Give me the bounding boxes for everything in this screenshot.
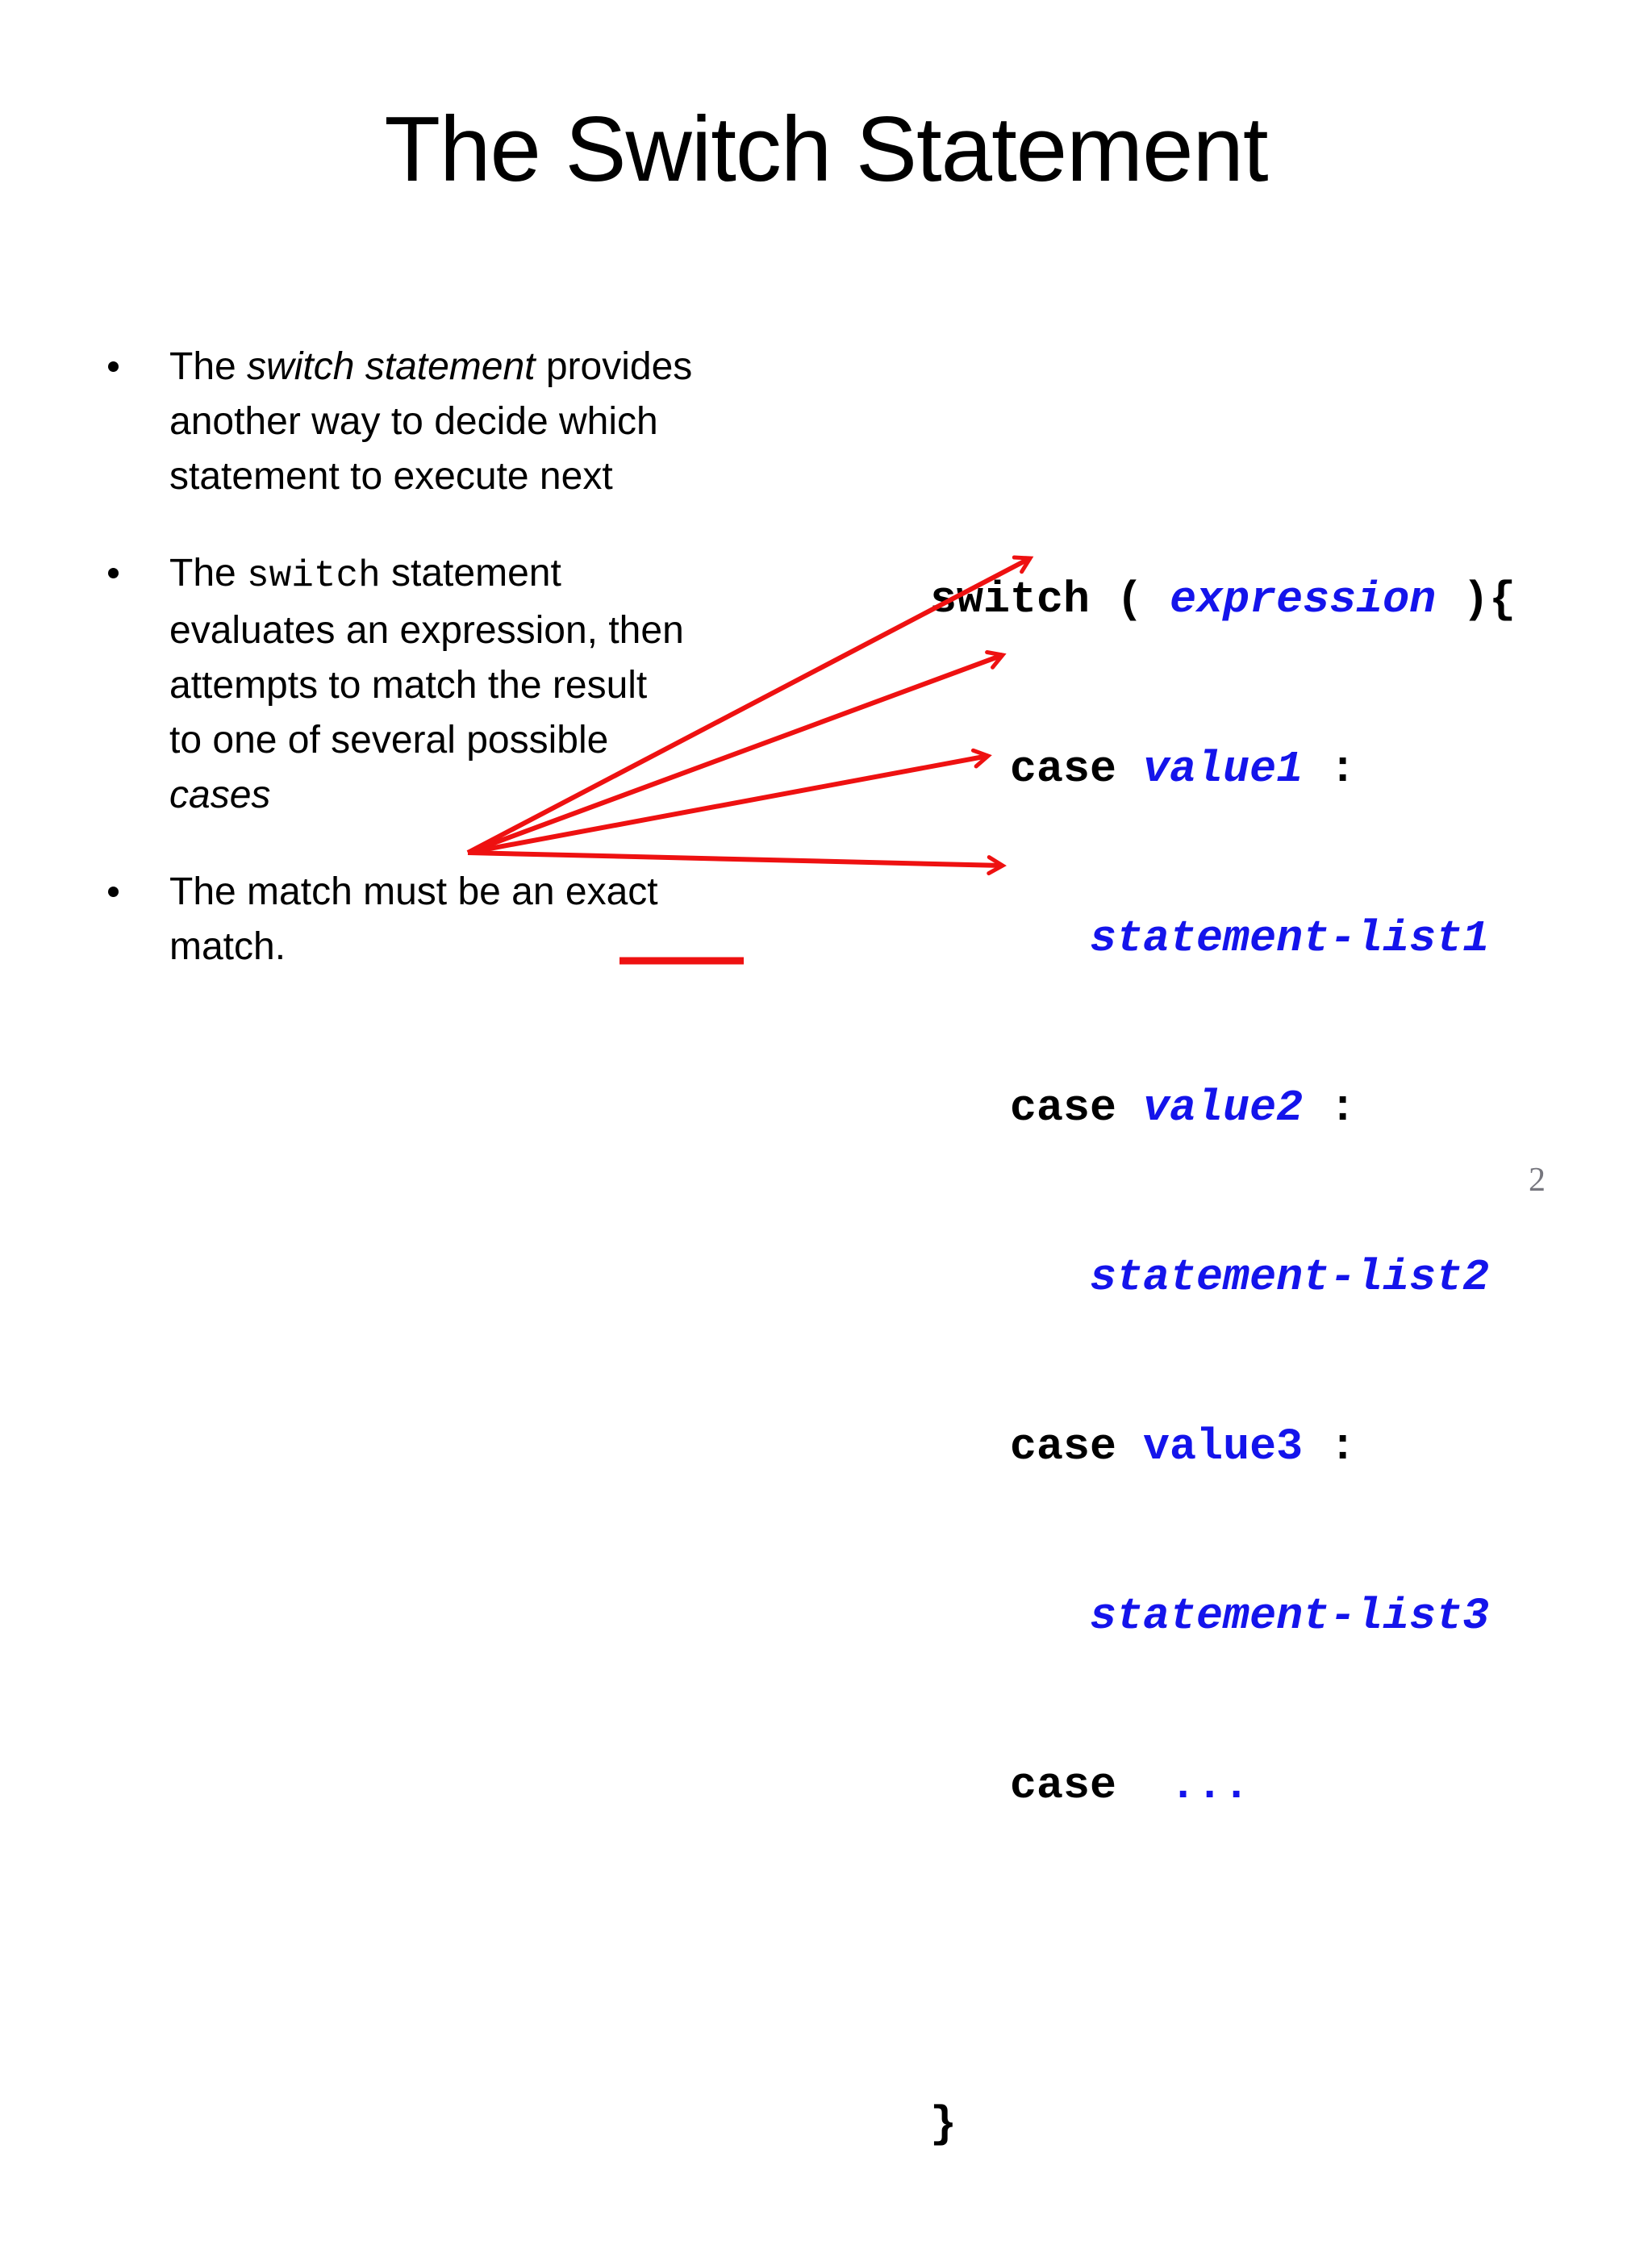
bullet-text: The switch statement provides another wa… xyxy=(169,340,815,504)
text-segment: : xyxy=(1303,1421,1357,1472)
bullet-item: The switch statement evaluates an expres… xyxy=(108,546,834,823)
bullet-item: The switch statement provides another wa… xyxy=(108,340,834,504)
slide-canvas: The Switch Statement The switch statemen… xyxy=(108,98,1546,2150)
code-block: switch ( expression ){ case value1 : sta… xyxy=(930,459,1516,2266)
bullet-dot-icon xyxy=(108,887,119,897)
bullet-item: The match must be an exact match. xyxy=(108,865,834,974)
text-segment: statement-list3 xyxy=(930,1591,1490,1642)
code-line-case2: case value2 : xyxy=(930,1080,1516,1137)
text-segment: value2 xyxy=(1143,1083,1304,1133)
text-segment: switch statement xyxy=(247,345,536,388)
text-segment: } xyxy=(930,2099,957,2150)
text-segment: value1 xyxy=(1143,744,1304,795)
text-segment: case xyxy=(930,1083,1144,1133)
text-segment: case xyxy=(930,1421,1144,1472)
code-line-blank xyxy=(930,1927,1516,1984)
text-segment: statement-list1 xyxy=(930,913,1490,964)
text-segment: ){ xyxy=(1436,574,1516,625)
text-segment: ... xyxy=(1170,1760,1250,1811)
slide-title: The Switch Statement xyxy=(384,98,1268,201)
code-line-case3: case value3 : xyxy=(930,1419,1516,1475)
text-segment: case xyxy=(930,1760,1170,1811)
text-segment: statement-list2 xyxy=(930,1252,1490,1303)
bullet-text: The switch statement evaluates an expres… xyxy=(169,546,815,823)
text-segment: expression xyxy=(1170,574,1437,625)
code-line-case1: case value1 : xyxy=(930,741,1516,798)
code-line-statement2: statement-list2 xyxy=(930,1250,1516,1306)
text-segment: value3 xyxy=(1143,1421,1304,1472)
bullet-text: The match must be an exact match. xyxy=(169,865,815,974)
bullet-list: The switch statement provides another wa… xyxy=(108,340,834,1016)
text-segment: switch ( xyxy=(930,574,1170,625)
code-line-case-ellipsis: case ... xyxy=(930,1758,1516,1814)
text-segment: switch xyxy=(247,555,381,597)
text-segment: provides another way to decide which sta… xyxy=(169,345,693,498)
text-segment: cases xyxy=(169,774,271,816)
bullet-dot-icon xyxy=(108,361,119,372)
code-line-closing-brace: } xyxy=(930,2097,1516,2153)
code-line-statement1: statement-list1 xyxy=(930,911,1516,967)
text-segment: The xyxy=(169,552,248,595)
text-segment: The match must be an exact match. xyxy=(169,870,658,968)
page-number: 2 xyxy=(1529,1162,1546,1199)
text-segment: : xyxy=(1303,744,1357,795)
bullet-dot-icon xyxy=(108,568,119,578)
text-segment: The xyxy=(169,345,248,388)
text-segment: case xyxy=(930,744,1144,795)
text-segment: : xyxy=(1303,1083,1357,1133)
code-line-switch: switch ( expression ){ xyxy=(930,572,1516,628)
code-line-statement3: statement-list3 xyxy=(930,1588,1516,1645)
